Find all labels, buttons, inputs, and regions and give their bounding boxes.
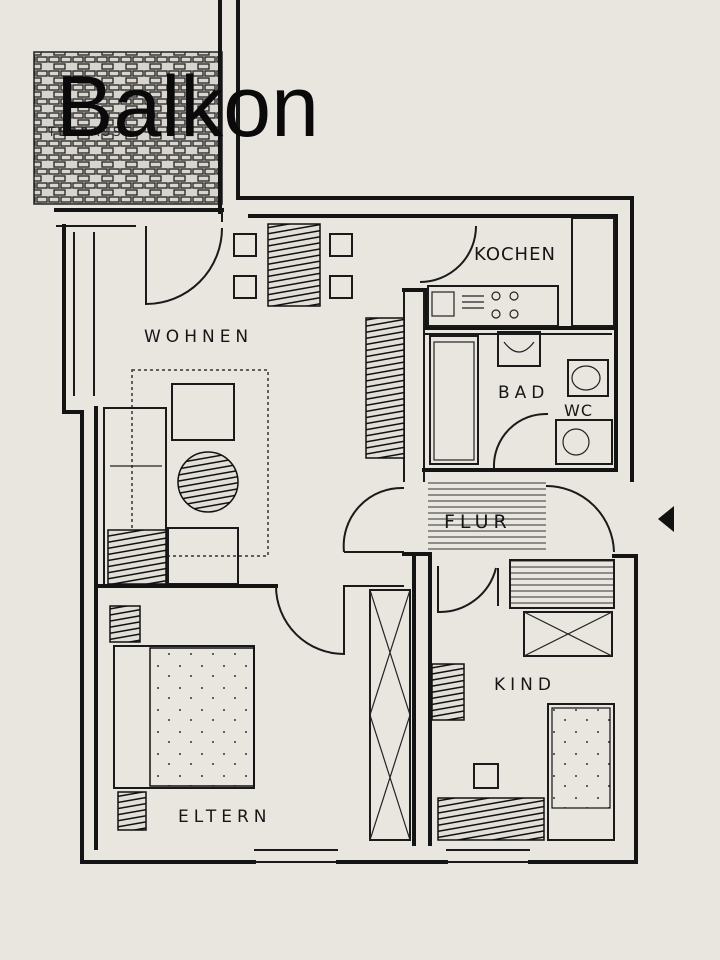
hall-label: FLUR [444, 511, 512, 533]
left-triangle-icon [658, 506, 674, 532]
terrace-label: TERRASSE [47, 125, 134, 139]
terrace: TERRASSE [33, 51, 223, 205]
outer-walls [54, 196, 638, 864]
building-edge [218, 0, 240, 214]
child-label: KIND [494, 675, 556, 695]
child-room: KIND [431, 566, 615, 841]
bathroom: BAD WC [422, 331, 614, 472]
living-room: WOHNEN [94, 223, 477, 588]
hallway: FLUR [342, 478, 674, 846]
bath-label: BAD [498, 383, 549, 403]
balkon-title: Balkon [56, 59, 319, 155]
living-label: WOHNEN [144, 327, 253, 347]
kitchen-label: KOCHEN [474, 244, 556, 265]
parents-label: ELTERN [178, 807, 272, 827]
wc-label: WC [564, 401, 593, 420]
parents-bedroom: ELTERN [109, 585, 411, 841]
kitchen: KOCHEN [402, 217, 616, 330]
